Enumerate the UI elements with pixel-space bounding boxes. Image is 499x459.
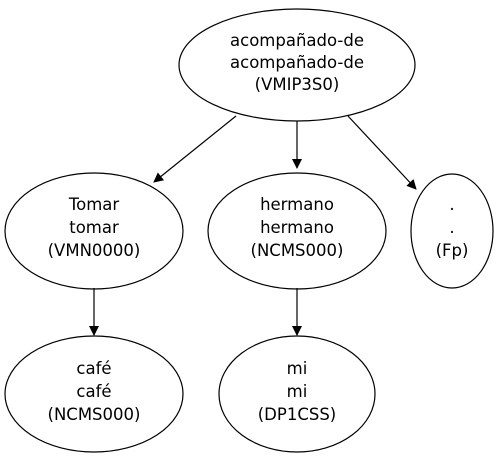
node-cafe-line-3: (NCMS000) — [48, 405, 141, 424]
node-cafe: café café (NCMS000) — [4, 335, 184, 453]
node-punct: . . (Fp) — [410, 173, 494, 289]
node-root: acompañado-de acompañado-de (VMIP3S0) — [178, 8, 416, 122]
edge-root-tomar — [153, 115, 237, 183]
node-root-line-2: acompañado-de — [230, 53, 364, 72]
node-root-line-3: (VMIP3S0) — [255, 75, 340, 94]
node-punct-line-2: . — [449, 218, 454, 237]
node-tomar-line-1: Tomar — [68, 195, 120, 214]
node-root-line-1: acompañado-de — [230, 31, 364, 50]
node-mi: mi mi (DP1CSS) — [218, 335, 376, 453]
node-cafe-line-1: café — [76, 359, 111, 378]
node-cafe-line-2: café — [76, 382, 111, 401]
node-mi-line-2: mi — [287, 382, 308, 401]
node-hermano-line-3: (NCMS000) — [251, 241, 344, 260]
node-hermano: hermano hermano (NCMS000) — [207, 172, 387, 290]
node-hermano-line-2: hermano — [260, 218, 334, 237]
node-tomar: Tomar tomar (VMN0000) — [4, 172, 184, 290]
node-mi-line-1: mi — [287, 359, 308, 378]
node-tomar-line-3: (VMN0000) — [48, 241, 141, 260]
edge-root-punct — [347, 115, 417, 190]
node-punct-line-1: . — [449, 195, 454, 214]
edges — [89, 115, 417, 336]
node-mi-line-3: (DP1CSS) — [258, 405, 337, 424]
node-tomar-line-2: tomar — [69, 218, 119, 237]
node-punct-line-3: (Fp) — [436, 241, 469, 260]
node-hermano-line-1: hermano — [260, 195, 334, 214]
